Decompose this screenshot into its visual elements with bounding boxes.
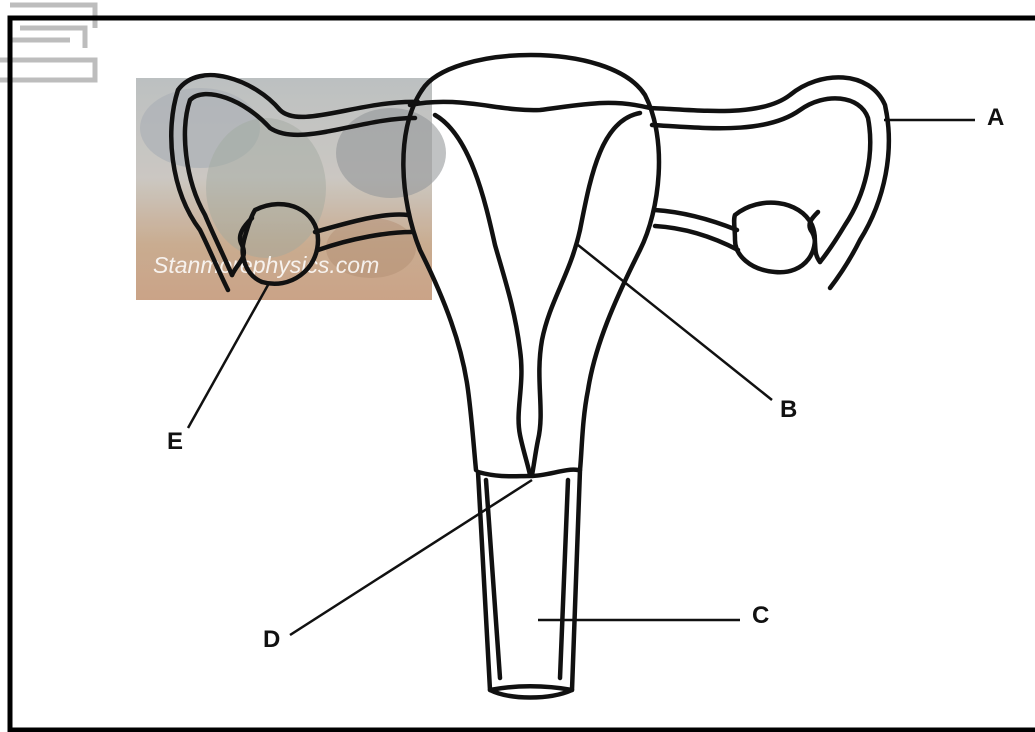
right-ovarian-ligament-2 <box>655 226 738 250</box>
left-ovarian-ligament <box>315 214 408 232</box>
leader-line-e <box>188 285 268 428</box>
left-fallopian-tube-outer <box>171 75 418 290</box>
label-b: B <box>780 396 797 424</box>
uterine-cavity-left <box>435 115 530 475</box>
left-ovarian-ligament-2 <box>318 232 412 250</box>
fundus-band <box>410 102 650 110</box>
label-a: A <box>987 104 1004 132</box>
left-ovary <box>243 204 318 284</box>
right-ovary <box>734 203 815 273</box>
label-e: E <box>167 428 183 456</box>
vagina-inner <box>486 480 568 678</box>
right-fallopian-tube-outer <box>650 77 889 288</box>
right-fallopian-tube-inner <box>652 98 870 262</box>
label-c: C <box>752 602 769 630</box>
uterine-cavity-right <box>532 113 640 475</box>
label-d: D <box>263 626 280 654</box>
left-fallopian-tube-inner <box>185 94 415 275</box>
vagina-opening <box>490 686 572 690</box>
